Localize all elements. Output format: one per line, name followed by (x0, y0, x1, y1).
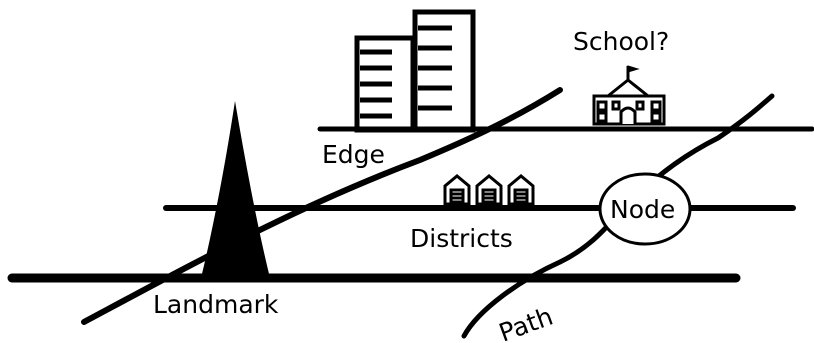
node-circle (598, 172, 692, 246)
house-icon (475, 174, 503, 206)
districts-label: Districts (410, 224, 513, 253)
school-icon (592, 65, 666, 126)
diagonal-path (81, 87, 563, 325)
path-label: Path (495, 302, 557, 343)
node-label: Node (610, 195, 675, 224)
landmark-spire-icon (201, 101, 270, 278)
buildings-icon (354, 9, 476, 133)
landmark-label: Landmark (153, 290, 279, 319)
edge-label: Edge (322, 140, 385, 169)
school-label: School? (573, 27, 669, 56)
house-icon (443, 174, 471, 206)
house-icon (507, 174, 535, 206)
